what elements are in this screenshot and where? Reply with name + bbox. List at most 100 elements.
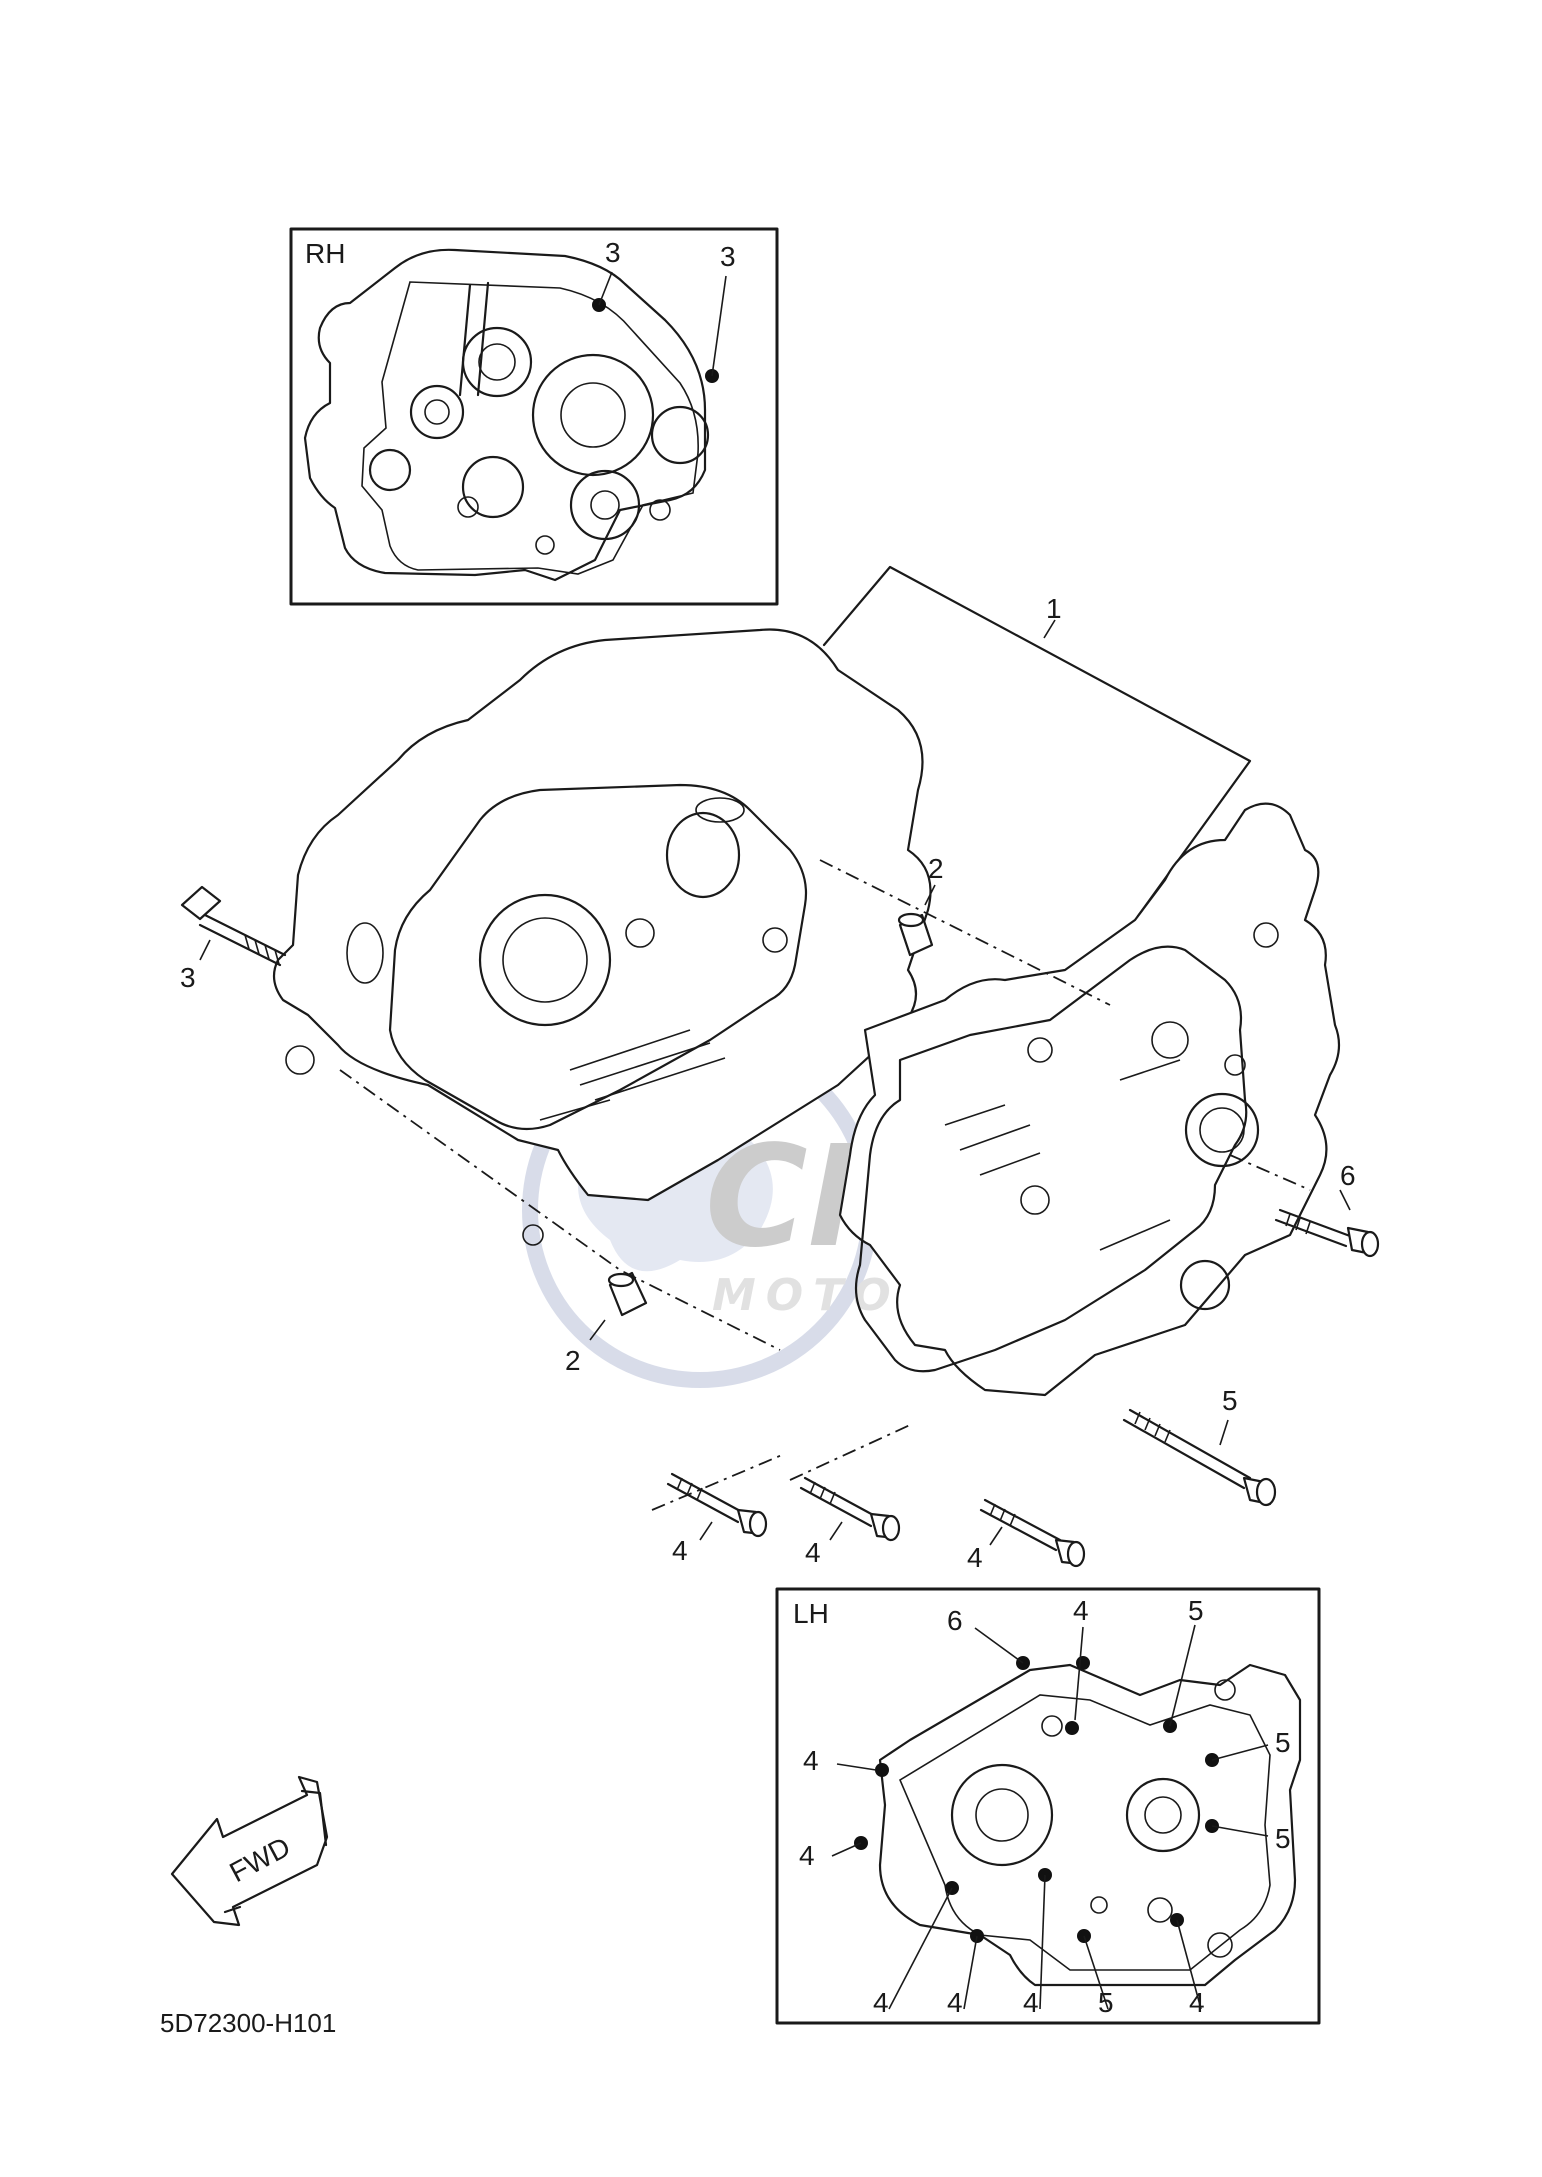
rh-bore-large-inner <box>560 382 626 448</box>
bolt-6-callout: 6 <box>1340 1160 1356 1191</box>
right-half-upper-slot <box>695 797 745 823</box>
lh-bore-main <box>950 1763 1054 1867</box>
rh-bore-mid <box>461 326 533 398</box>
rh-bore-right <box>650 405 710 465</box>
rh-bore-center <box>461 455 525 519</box>
rh-callout-1: 3 <box>605 237 621 268</box>
right-half-main-bore <box>478 893 612 1027</box>
lh-dot-4-top <box>1076 1656 1090 1670</box>
lh-inset-label: LH <box>793 1598 829 1629</box>
lh-boss-c <box>1090 1896 1108 1914</box>
right-half-boss-a <box>625 918 655 948</box>
left-half-boss-d <box>1224 1054 1246 1076</box>
rh-callout-2: 3 <box>720 241 736 272</box>
lh-callout-5-r1: 5 <box>1275 1727 1291 1758</box>
rh-inset-frame <box>289 227 779 606</box>
left-half-lower-bore <box>1179 1259 1231 1311</box>
left-half-boss-a <box>1020 1185 1050 1215</box>
left-half-rib-lines <box>944 1059 1181 1251</box>
lh-callout-6: 6 <box>947 1605 963 1636</box>
right-crankcase-gasket <box>388 783 808 1131</box>
lh-leaders <box>831 1624 1269 2010</box>
alignment-line-bolt4a <box>651 1454 783 1511</box>
rh-oil-passage <box>458 281 490 397</box>
lh-callout-4-b4: 4 <box>1189 1987 1205 2018</box>
rh-bore-lower-left <box>368 448 412 492</box>
dowel-upper-leader <box>924 884 936 906</box>
dowel-pin-lower <box>607 1271 648 1317</box>
rh-leader-1 <box>598 271 613 306</box>
lh-callout-4-b3: 4 <box>1023 1987 1039 2018</box>
lh-bore-right <box>1125 1777 1201 1853</box>
bolt-5-callout: 5 <box>1222 1385 1238 1416</box>
bolt-4b-leader <box>829 1521 843 1541</box>
crankcase-bracket <box>822 565 1252 918</box>
right-half-main-bore-inner <box>502 917 588 1003</box>
rh-inset-label: RH <box>305 238 345 269</box>
diagram-code: 5D72300-H101 <box>160 2008 336 2038</box>
lh-case-inner <box>898 1694 1271 1971</box>
left-half-boss-c <box>1253 922 1279 948</box>
rh-boss-a <box>457 496 479 518</box>
lh-boss-b <box>1147 1897 1173 1923</box>
rh-bore-mid-inner <box>478 343 516 381</box>
lh-dot-4-mid <box>1065 1721 1079 1735</box>
right-half-ribs <box>539 1029 726 1121</box>
left-crankcase-gasket <box>854 945 1248 1373</box>
lh-inset-frame <box>775 1587 1321 2025</box>
lh-bore-right-inner <box>1144 1796 1182 1834</box>
lh-callout-4-b1: 4 <box>873 1987 889 2018</box>
lh-boss-e <box>1207 1932 1233 1958</box>
fwd-arrow-edge <box>223 1789 328 1914</box>
dowel-lower-callout: 2 <box>565 1345 581 1376</box>
lh-callout-5-top: 5 <box>1188 1595 1204 1626</box>
lh-callout-4-left-bot: 4 <box>799 1840 815 1871</box>
bolt-4a <box>666 1472 768 1538</box>
lh-callout-4-top: 4 <box>1073 1595 1089 1626</box>
bolt-4c-leader <box>989 1526 1003 1546</box>
rh-leader-2 <box>711 275 727 377</box>
bolt-5-leader <box>1219 1419 1229 1446</box>
bolt-4b-callout: 4 <box>805 1537 821 1568</box>
right-half-boss-b <box>762 927 788 953</box>
bolt-4b <box>799 1476 901 1542</box>
dowel-lower-leader <box>589 1319 606 1341</box>
bolt-6 <box>1274 1208 1380 1258</box>
lh-boss-d <box>1214 1679 1236 1701</box>
main-exploded-view: 1 2 <box>180 565 1380 1573</box>
rh-case-outline <box>303 248 707 582</box>
rh-inset: RH 3 3 <box>289 227 779 606</box>
bolt-3-callout: 3 <box>180 962 196 993</box>
bolt-4a-leader <box>699 1521 713 1541</box>
alignment-line-bolt4b <box>789 1424 911 1481</box>
bolt-3-leader <box>199 939 211 961</box>
bolt-6-leader <box>1339 1189 1351 1211</box>
bolt-5 <box>1122 1408 1277 1507</box>
bolt-3 <box>180 885 287 967</box>
rh-boss-c <box>649 499 671 521</box>
lh-boss-a <box>1041 1715 1063 1737</box>
right-half-left-slot <box>346 922 384 984</box>
lh-callout-5-r2: 5 <box>1275 1823 1291 1854</box>
lh-callout-5-bot: 5 <box>1098 1987 1114 2018</box>
forward-direction-arrow: FWD <box>170 1775 329 1927</box>
dowel-upper-callout: 2 <box>928 853 944 884</box>
right-crankcase-half <box>272 628 932 1202</box>
right-half-boss-c <box>285 1045 315 1075</box>
lh-bore-main-inner <box>975 1788 1029 1842</box>
crankcase-callout: 1 <box>1046 593 1062 624</box>
bolt-4a-callout: 4 <box>672 1535 688 1566</box>
right-half-boss-d <box>522 1224 544 1246</box>
rh-boss-b <box>535 535 555 555</box>
lh-inset: LH <box>775 1587 1321 2025</box>
dowel-pin-upper <box>897 912 934 957</box>
left-half-boss-b <box>1027 1037 1053 1063</box>
right-half-upper-bore <box>665 811 741 899</box>
left-crankcase-half <box>838 802 1341 1397</box>
rh-bore-small-inner <box>424 399 450 425</box>
bolt-4c-callout: 4 <box>967 1542 983 1573</box>
lh-callout-4-left-top: 4 <box>803 1745 819 1776</box>
crankcase-leader <box>1043 619 1056 639</box>
rh-gear <box>569 469 641 541</box>
